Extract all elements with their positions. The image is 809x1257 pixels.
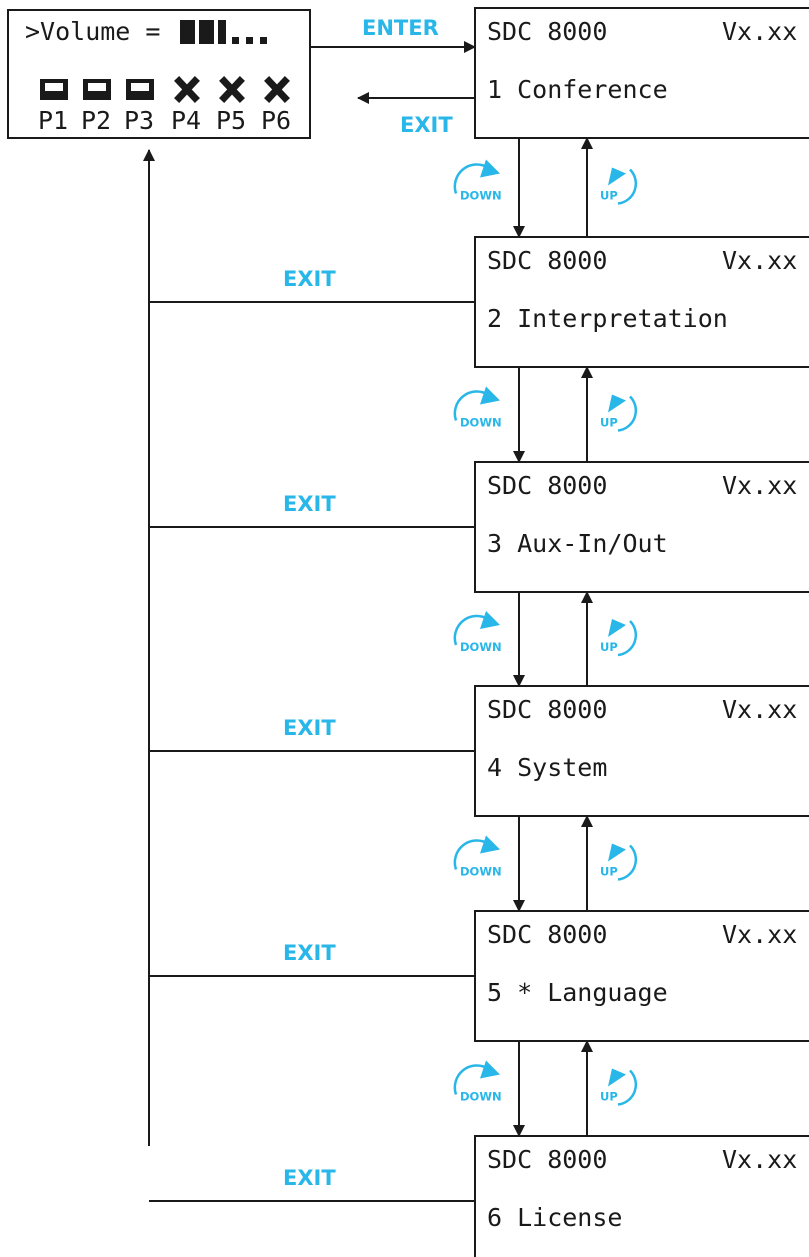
navigation-pair: DOWN UP xyxy=(453,366,638,463)
preset-icons xyxy=(40,76,290,103)
exit-branch: EXIT xyxy=(149,492,475,528)
main-display-frame xyxy=(7,9,311,139)
down-label: DOWN xyxy=(460,416,502,430)
preset-active-icon xyxy=(40,79,68,100)
up-label: UP xyxy=(600,416,618,430)
menu-screen: SDC 8000 Vx.xx 5 * Language xyxy=(474,910,809,1042)
device-name: SDC 8000 xyxy=(487,471,607,500)
preset-label: P5 xyxy=(216,106,246,135)
preset-labels: P1 P2 P3 P4 P5 P6 xyxy=(38,106,291,135)
exit-label-top: EXIT xyxy=(400,113,453,137)
device-name: SDC 8000 xyxy=(487,246,607,275)
exit-branch: EXIT xyxy=(149,267,475,303)
exit-label: EXIT xyxy=(283,492,336,516)
up-label: UP xyxy=(600,1090,618,1104)
menu-screen: SDC 8000 Vx.xx 1 Conference xyxy=(474,7,809,139)
rotate-up-icon: UP xyxy=(600,843,638,881)
menu-item-label: 5 * Language xyxy=(487,978,668,1007)
exit-label: EXIT xyxy=(283,941,336,965)
up-label: UP xyxy=(600,640,618,654)
rotate-up-icon: UP xyxy=(600,1068,638,1106)
preset-label: P6 xyxy=(261,106,291,135)
down-label: DOWN xyxy=(460,865,502,879)
rotate-up-icon: UP xyxy=(600,167,638,205)
volume-label: >Volume = xyxy=(25,17,160,46)
up-label: UP xyxy=(600,865,618,879)
navigation-pair: DOWN UP xyxy=(453,1040,638,1137)
preset-label: P1 xyxy=(38,106,68,135)
rotate-down-icon: DOWN xyxy=(453,386,502,430)
menu-screen-frame xyxy=(474,236,809,368)
exit-branch: EXIT xyxy=(149,716,475,752)
preset-inactive-icon xyxy=(264,76,290,103)
preset-label: P2 xyxy=(81,106,111,135)
navigation-pair: DOWN UP xyxy=(453,591,638,687)
menu-screen-frame xyxy=(474,461,809,593)
menu-item-label: 1 Conference xyxy=(487,75,668,104)
main-display: >Volume = P1 P2 P3 P4 P5 P6 xyxy=(7,9,311,139)
menu-item-label: 4 System xyxy=(487,753,607,782)
menu-screen-frame xyxy=(474,7,809,139)
up-down-navigation: DOWN UP DOWN UP DOWN UP DOWN UP DOWN UP xyxy=(453,137,638,1137)
rotate-down-icon: DOWN xyxy=(453,835,502,879)
preset-active-icon xyxy=(126,79,154,100)
menu-item-label: 2 Interpretation xyxy=(487,304,728,333)
up-label: UP xyxy=(600,189,618,203)
menu-screen: SDC 8000 Vx.xx 6 License xyxy=(474,1135,809,1257)
menu-item-label: 6 License xyxy=(487,1203,622,1232)
version-text: Vx.xx xyxy=(722,471,797,500)
menu-screen: SDC 8000 Vx.xx 3 Aux-In/Out xyxy=(474,461,809,593)
down-label: DOWN xyxy=(460,640,502,654)
rotate-up-icon: UP xyxy=(600,394,638,432)
device-name: SDC 8000 xyxy=(487,695,607,724)
version-text: Vx.xx xyxy=(722,17,797,46)
menu-screen-frame xyxy=(474,1135,809,1257)
device-name: SDC 8000 xyxy=(487,1145,607,1174)
exit-branches: EXIT EXIT EXIT EXIT EXIT xyxy=(149,267,475,1202)
device-name: SDC 8000 xyxy=(487,17,607,46)
rotate-down-icon: DOWN xyxy=(453,611,502,654)
preset-active-icon xyxy=(83,79,111,100)
exit-branch: EXIT xyxy=(149,941,475,977)
preset-inactive-icon xyxy=(174,76,200,103)
version-text: Vx.xx xyxy=(722,246,797,275)
menu-screen-frame xyxy=(474,910,809,1042)
version-text: Vx.xx xyxy=(722,1145,797,1174)
menu-screen-frame xyxy=(474,685,809,817)
volume-bar-icon xyxy=(180,20,267,44)
exit-label: EXIT xyxy=(283,1166,336,1190)
menu-screen: SDC 8000 Vx.xx 4 System xyxy=(474,685,809,817)
preset-label: P3 xyxy=(124,106,154,135)
menu-item-label: 3 Aux-In/Out xyxy=(487,529,668,558)
rotate-down-icon: DOWN xyxy=(453,1060,502,1104)
menu-screen: SDC 8000 Vx.xx 2 Interpretation xyxy=(474,236,809,368)
preset-label: P4 xyxy=(171,106,201,135)
down-label: DOWN xyxy=(460,1090,502,1104)
exit-label: EXIT xyxy=(283,716,336,740)
preset-inactive-icon xyxy=(219,76,245,103)
rotate-down-icon: DOWN xyxy=(453,159,502,203)
navigation-pair: DOWN UP xyxy=(453,815,638,912)
exit-label: EXIT xyxy=(283,267,336,291)
version-text: Vx.xx xyxy=(722,920,797,949)
device-name: SDC 8000 xyxy=(487,920,607,949)
down-label: DOWN xyxy=(460,189,502,203)
rotate-up-icon: UP xyxy=(600,619,638,657)
enter-label: ENTER xyxy=(362,16,439,40)
exit-branch: EXIT xyxy=(149,1166,475,1202)
version-text: Vx.xx xyxy=(722,695,797,724)
navigation-pair: DOWN UP xyxy=(453,137,638,238)
